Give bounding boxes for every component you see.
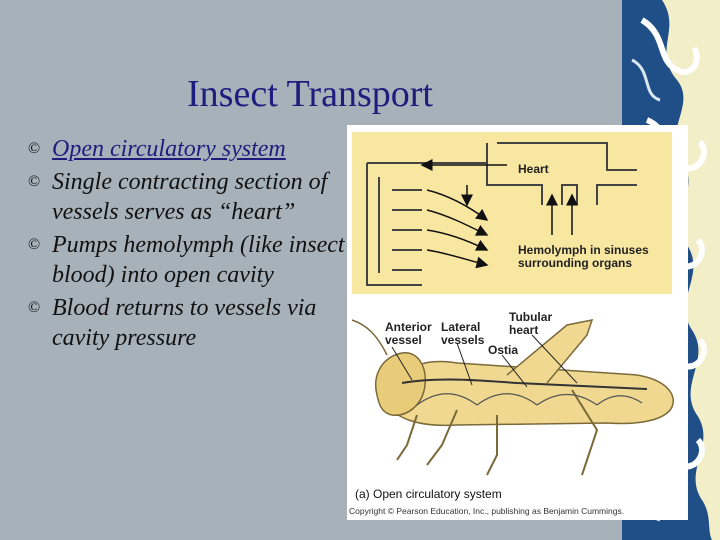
- bullet-item: © Blood returns to vessels via cavity pr…: [28, 293, 348, 353]
- bullet-text-link[interactable]: Open circulatory system: [52, 136, 286, 162]
- label-ostia: Ostia: [488, 343, 519, 357]
- bullet-item: © Pumps hemolymph (like insect blood) in…: [28, 230, 348, 290]
- label-heart: Heart: [518, 162, 549, 176]
- label-anterior-vessel: Anterior vessel: [385, 320, 432, 347]
- bullet-symbol: ©: [28, 173, 41, 190]
- bullet-symbol: ©: [28, 236, 41, 253]
- bullet-text: Pumps hemolymph (like insect blood) into…: [52, 232, 345, 288]
- circulatory-diagram: [351, 132, 674, 476]
- circulatory-figure: Heart Hemolymph in sinuses surrounding o…: [347, 125, 688, 520]
- schematic-panel: [352, 132, 672, 294]
- bullet-list: © Open circulatory system © Single contr…: [28, 134, 348, 356]
- copyright-notice: Copyright © Pearson Education, Inc., pub…: [349, 506, 625, 516]
- label-lateral-vessels: Lateral vessels: [441, 320, 485, 347]
- figure-caption: (a) Open circulatory system: [355, 487, 502, 501]
- slide-title: Insect Transport: [187, 73, 433, 115]
- bullet-symbol: ©: [28, 140, 41, 157]
- bullet-item: © Open circulatory system: [28, 134, 348, 164]
- label-tubular-heart: Tubular heart: [509, 310, 553, 337]
- bullet-symbol: ©: [28, 299, 41, 316]
- grasshopper-illustration: [351, 319, 674, 476]
- bullet-text: Blood returns to vessels via cavity pres…: [52, 295, 317, 351]
- label-hemolymph: Hemolymph in sinuses surrounding organs: [518, 243, 649, 270]
- bullet-item: © Single contracting section of vessels …: [28, 167, 348, 227]
- bullet-text: Single contracting section of vessels se…: [52, 169, 328, 225]
